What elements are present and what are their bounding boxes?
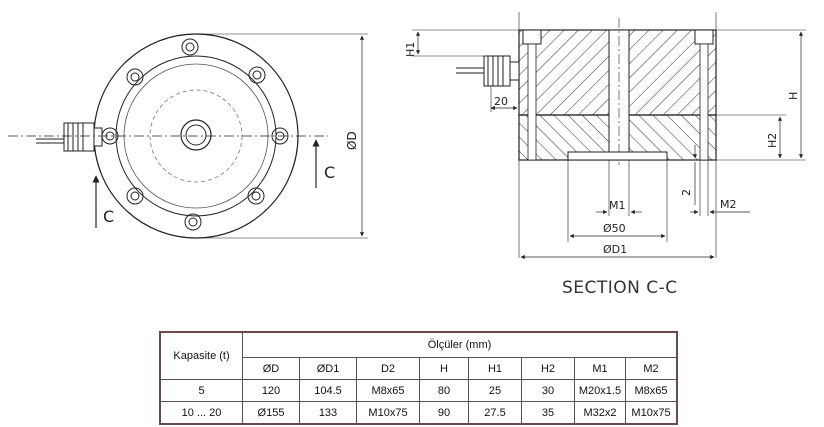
section-view: H1 20 H H2 2 M1 M2 Ø50 xyxy=(404,12,806,298)
col-header: ØD xyxy=(242,357,300,380)
cable-gland-section xyxy=(456,55,520,87)
kapasite-cell: 10 ... 20 xyxy=(159,401,243,425)
table-cell: 104.5 xyxy=(299,379,357,402)
table-cell: M10x75 xyxy=(625,401,678,425)
center-hole xyxy=(180,119,212,151)
table-cell: 25 xyxy=(468,379,522,402)
dim-H1-label: H1 xyxy=(404,42,417,57)
col-header: D2 xyxy=(356,357,420,380)
table-header-row: Kapasite (t) Ölçüler (mm) xyxy=(159,331,678,380)
spec-table: Kapasite (t) Ölçüler (mm) ØD ØD1 D2 H H1… xyxy=(159,331,678,425)
dim-2-label: 2 xyxy=(680,189,693,196)
table-cell: 80 xyxy=(419,379,469,402)
dim-M1-label: M1 xyxy=(609,199,626,212)
table-cell: 27.5 xyxy=(468,401,522,425)
section-marker-right: C xyxy=(324,163,335,182)
col-header: ØD1 xyxy=(299,357,357,380)
table-cell: M8x65 xyxy=(356,379,420,402)
table-cell: M32x2 xyxy=(574,401,626,425)
table-cell: 30 xyxy=(521,379,575,402)
dim-50-label: Ø50 xyxy=(603,222,626,235)
col-header: H2 xyxy=(521,357,575,380)
col-header: H1 xyxy=(468,357,522,380)
section-marker-left: C xyxy=(103,207,114,226)
technical-drawing: C C ØD xyxy=(8,12,806,298)
table-cell: M20x1.5 xyxy=(574,379,626,402)
col-header: M1 xyxy=(574,357,626,380)
dim-D1-label: ØD1 xyxy=(603,243,627,256)
top-view: C C ØD xyxy=(8,33,368,239)
table-cell: Ø155 xyxy=(242,401,300,425)
dim-20-label: 20 xyxy=(494,95,508,108)
dim-M2-label: M2 xyxy=(720,198,737,211)
col-header: H xyxy=(419,357,469,380)
kapasite-header: Kapasite (t) xyxy=(159,331,243,380)
section-title: SECTION C-C xyxy=(562,278,678,298)
kapasite-cell: 5 xyxy=(159,379,243,402)
olculer-header: Ölçüler (mm) xyxy=(242,331,678,358)
table-row: 10 ... 20 Ø155 133 M10x75 90 27.5 35 M32… xyxy=(159,401,678,425)
col-header: M2 xyxy=(625,357,678,380)
dim-H2-label: H2 xyxy=(766,133,779,148)
table-cell: 133 xyxy=(299,401,357,425)
table-row: 5 120 104.5 M8x65 80 25 30 M20x1.5 M8x65 xyxy=(159,379,678,402)
table-cell: 35 xyxy=(521,401,575,425)
cable-gland xyxy=(36,122,103,152)
diameter-D-label: ØD xyxy=(345,131,359,150)
table-cell: 90 xyxy=(419,401,469,425)
table-cell: 120 xyxy=(242,379,300,402)
table-cell: M8x65 xyxy=(625,379,678,402)
bolt-holes xyxy=(101,38,289,231)
table-cell: M10x75 xyxy=(356,401,420,425)
dim-H-label: H xyxy=(787,92,800,100)
